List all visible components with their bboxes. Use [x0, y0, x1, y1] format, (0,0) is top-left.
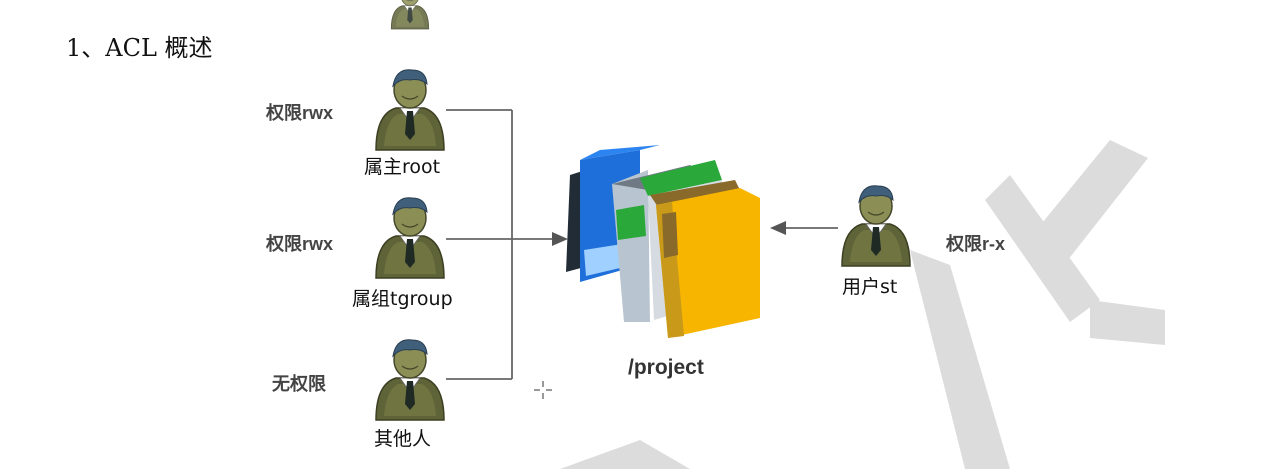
person-icon: [841, 185, 911, 267]
person-icon: [375, 339, 445, 421]
arrow-icon: [552, 232, 568, 246]
connector-lines: [446, 109, 838, 380]
group-permission-label: 权限rwx: [266, 234, 334, 254]
book-folder-icon: [566, 145, 760, 338]
person-icon: [375, 197, 445, 279]
cursor-icon: [534, 381, 552, 399]
person-icon: [390, 0, 430, 30]
acl-user-label: 用户st: [842, 276, 898, 298]
person-icon: [375, 69, 445, 151]
folder-label: /project: [628, 356, 704, 379]
acl-permission-label: 权限r-x: [946, 234, 1006, 254]
owner-user-label: 属主root: [364, 156, 441, 178]
watermark-mark: [560, 140, 1165, 469]
owner-permission-label: 权限rwx: [266, 103, 334, 123]
page-title: 1、ACL 概述: [66, 34, 213, 62]
others-user-label: 其他人: [374, 428, 432, 450]
group-user-label: 属组tgroup: [352, 288, 453, 310]
arrow-icon: [770, 221, 786, 235]
others-permission-label: 无权限: [272, 374, 326, 394]
